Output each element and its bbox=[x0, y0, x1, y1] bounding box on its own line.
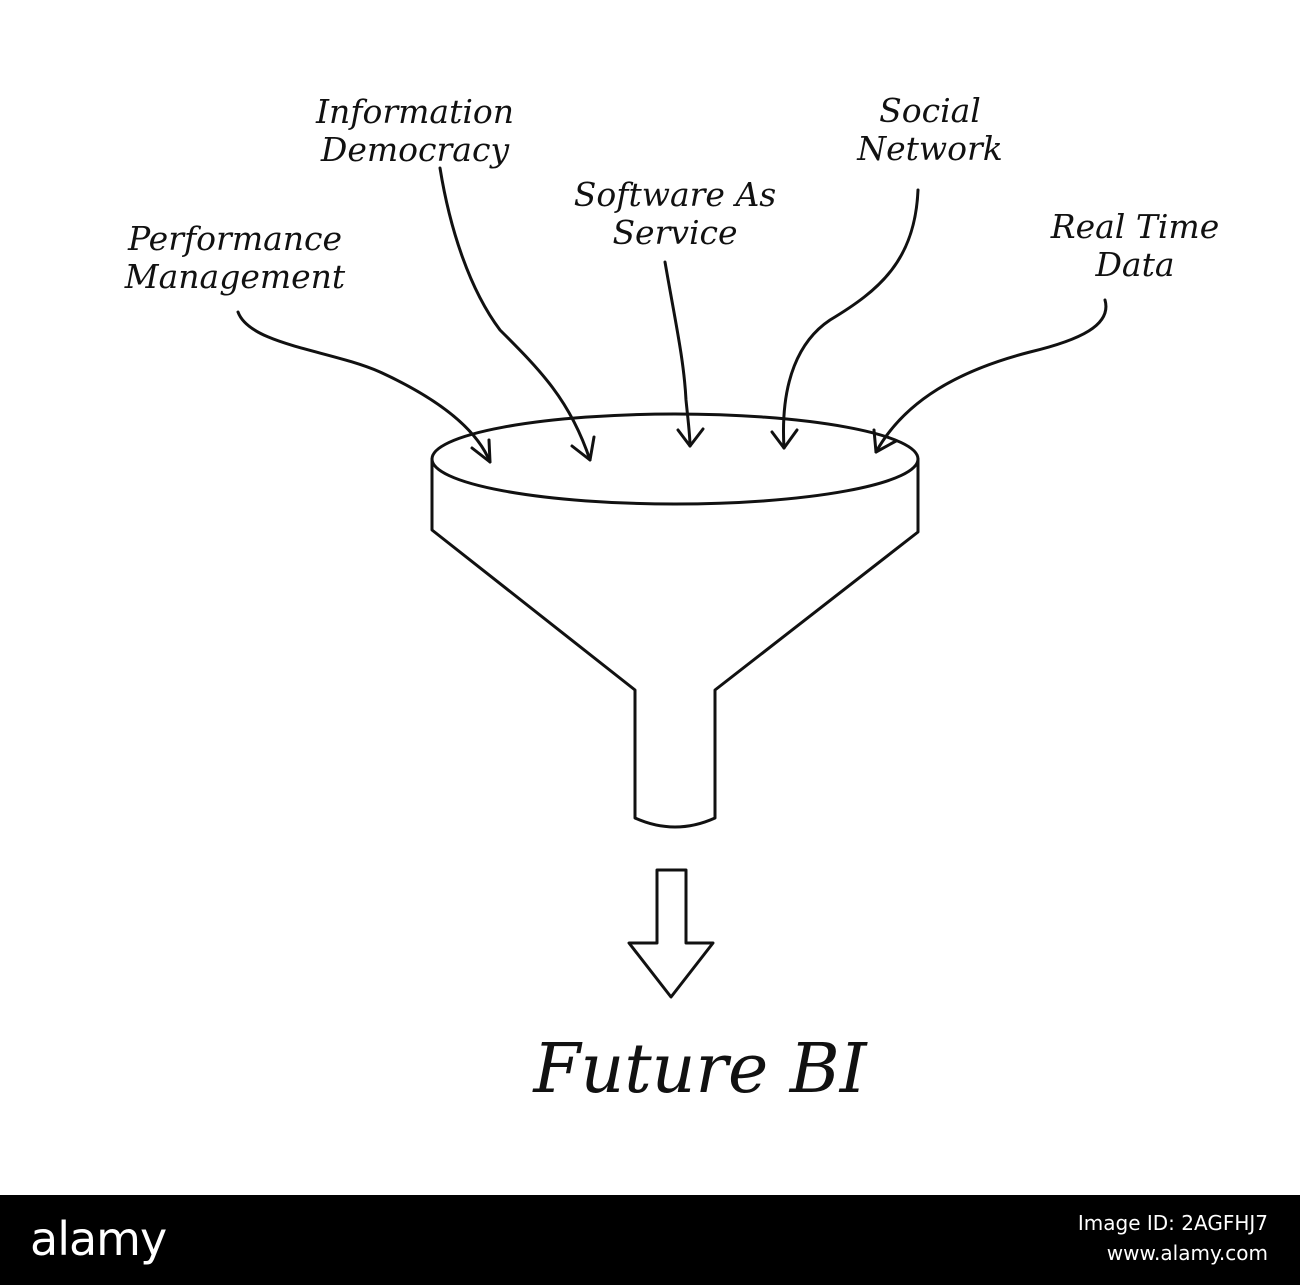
arrow-social-network bbox=[781, 188, 920, 450]
label-performance-management: Performance Management bbox=[95, 220, 375, 296]
label-line: Network bbox=[857, 129, 1003, 168]
output-label: Future BI bbox=[533, 1030, 867, 1109]
arrow-real-time-data bbox=[874, 298, 1108, 454]
site-url-text: www.alamy.com bbox=[1106, 1241, 1268, 1265]
down-arrow-icon bbox=[627, 868, 715, 999]
arrowhead-software-as-service bbox=[676, 427, 705, 448]
funnel-diagram bbox=[236, 166, 1108, 999]
label-line: Data bbox=[1095, 245, 1175, 284]
brand-logo: alamy bbox=[30, 1212, 167, 1266]
arrowhead-information-democracy bbox=[570, 435, 596, 462]
label-line: Democracy bbox=[320, 130, 510, 169]
label-software-as-service: Software As Service bbox=[545, 176, 805, 252]
label-line: Service bbox=[612, 213, 738, 252]
arrow-information-democracy bbox=[438, 166, 592, 462]
funnel-icon bbox=[430, 412, 920, 829]
label-line: Management bbox=[124, 257, 346, 296]
label-real-time-data: Real Time Data bbox=[1010, 208, 1260, 284]
label-line: Software As bbox=[573, 175, 777, 214]
watermark-bar: alamy Image ID: 2AGFHJ7 www.alamy.com bbox=[0, 1195, 1300, 1285]
label-line: Information bbox=[315, 92, 515, 131]
arrowhead-social-network bbox=[770, 428, 799, 450]
diagram-canvas: Performance Management Information Democ… bbox=[95, 91, 1260, 1109]
label-social-network: Social Network bbox=[820, 92, 1040, 168]
image-id-text: Image ID: 2AGFHJ7 bbox=[1077, 1211, 1268, 1235]
label-line: Real Time bbox=[1050, 207, 1220, 246]
funnel-body bbox=[430, 457, 920, 829]
funnel-rim bbox=[430, 412, 920, 506]
label-information-democracy: Information Democracy bbox=[270, 93, 560, 169]
arrowhead-performance-management bbox=[470, 438, 492, 464]
arrowhead-real-time-data bbox=[872, 428, 898, 454]
label-line: Social bbox=[879, 91, 981, 130]
label-line: Performance bbox=[127, 219, 343, 258]
input-arrows bbox=[236, 166, 1108, 464]
arrow-software-as-service bbox=[663, 260, 692, 448]
arrow-performance-management bbox=[236, 310, 492, 464]
